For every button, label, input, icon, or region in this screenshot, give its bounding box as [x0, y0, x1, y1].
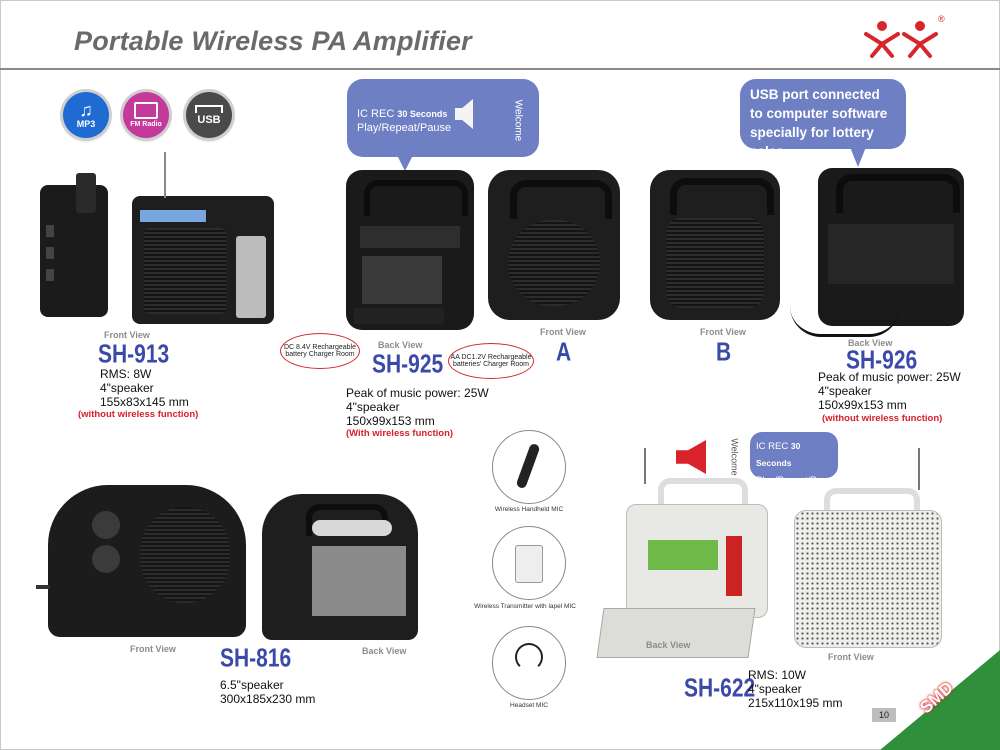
variant-a-view-label: Front View — [540, 327, 586, 337]
sh925-spec-speaker: 4"speaker — [346, 400, 400, 414]
sh816-specs: 6.5"speaker 300x185x230 mm — [220, 678, 315, 706]
lapel-transmitter-icon — [515, 545, 543, 583]
handheld-mic-label: Wireless Handheld MIC — [494, 506, 564, 513]
sh622-spec-power: RMS: 10W — [748, 668, 807, 682]
sh913-view-label: Front View — [104, 330, 150, 340]
sh925-spec-power: Peak of music power: 25W — [346, 386, 489, 400]
sh913-front-image — [132, 152, 274, 324]
sh926-spec-power: Peak of music power: 25W — [818, 370, 961, 384]
sh925-note: (With wireless function) — [346, 428, 454, 439]
sh926-model: SH-926 — [846, 346, 918, 375]
sh926-note: (without wireless function) — [822, 413, 943, 424]
lapel-transmitter-image — [492, 526, 566, 600]
ic-rec-callout-bottom: IC REC 30 Seconds Play/Repeat/Pause — [750, 432, 838, 486]
variant-a-image — [488, 170, 620, 320]
radio-icon — [134, 102, 158, 119]
sh622-spec-size: 215x110x195 mm — [748, 696, 843, 710]
ic-rec-top-label: IC REC — [357, 108, 395, 120]
usb-callout-line-1: USB port connected — [750, 87, 880, 102]
usb-icon — [195, 104, 223, 113]
sh926-spec-speaker: 4"speaker — [818, 384, 872, 398]
mp3-badge-label: MP3 — [76, 119, 96, 129]
sh913-side-image — [40, 173, 108, 317]
ic-rec-top-seconds: 30 Seconds — [397, 109, 448, 119]
registered-mark: ® — [938, 14, 945, 24]
fm-radio-badge-label: FM Radio — [130, 121, 162, 128]
sh816-back-image — [262, 494, 418, 640]
fm-radio-badge: FM Radio — [123, 92, 169, 138]
sh913-specs: RMS: 8W 4"speaker 155x83x145 mm — [100, 367, 189, 409]
headset-mic-icon — [515, 643, 543, 671]
usb-callout: USB port connected to computer software … — [740, 79, 906, 167]
sh816-front-image — [36, 485, 246, 637]
sh913-spec-size: 155x83x145 mm — [100, 395, 189, 409]
variant-b-model: B — [716, 338, 732, 367]
sh925-model: SH-925 — [372, 350, 444, 379]
sh926-spec-size: 150x99x153 mm — [818, 398, 907, 412]
ic-rec-callout-top: IC REC 30 Seconds Play/Repeat/Pause Welc… — [347, 79, 539, 171]
sh925-spec-size: 150x99x153 mm — [346, 414, 435, 428]
sh913-note: (without wireless function) — [78, 409, 199, 420]
ic-rec-top-welcome: Welcome — [512, 99, 524, 142]
sh622-back-image — [596, 448, 772, 664]
ic-rec-bottom-play: Play/Repeat/Pause — [756, 475, 838, 486]
aa-charger-note: AA DC1.2V Rechargeable batteries' Charge… — [448, 343, 534, 379]
sh816-model: SH-816 — [220, 644, 292, 673]
page-number: 10 — [872, 708, 896, 722]
sh622-spec-speaker: 4"speaker — [748, 682, 802, 696]
sh925-specs: Peak of music power: 25W 4"speaker 150x9… — [346, 386, 489, 428]
sh622-front-view-label: Front View — [828, 652, 874, 662]
handheld-mic-icon — [515, 442, 541, 490]
mp3-badge: ♫ MP3 — [63, 92, 109, 138]
sh913-model: SH-913 — [98, 340, 170, 369]
sh622-model: SH-622 — [684, 674, 756, 703]
ic-rec-bottom-seconds: 30 Seconds — [756, 441, 801, 468]
brand-logo-icon: ® — [862, 14, 945, 60]
sh913-spec-power: RMS: 8W — [100, 367, 152, 381]
page-title: Portable Wireless PA Amplifier — [74, 26, 472, 56]
dc-charger-note: DC 8.4V Rechargeable battery Charger Roo… — [280, 333, 360, 369]
sh925-view-label: Back View — [378, 340, 423, 350]
power-cord-image — [790, 306, 900, 337]
variant-a-model: A — [556, 338, 572, 367]
variant-b-view-label: Front View — [700, 327, 746, 337]
sh816-front-view-label: Front View — [130, 644, 176, 654]
sh622-back-view-label: Back View — [646, 640, 691, 650]
sh816-spec-size: 300x185x230 mm — [220, 692, 316, 706]
headset-mic-label: Headset MIC — [510, 702, 548, 709]
headset-mic-image — [492, 626, 566, 700]
sh622-specs: RMS: 10W 4"speaker 215x110x195 mm — [748, 668, 843, 710]
ic-rec-bottom-label: IC REC — [756, 441, 789, 452]
sh913-spec-speaker: 4"speaker — [100, 381, 154, 395]
usb-badge-label: USB — [197, 113, 221, 126]
sh925-back-image — [346, 170, 474, 330]
sh816-back-view-label: Back View — [362, 646, 407, 656]
sh622-front-image — [794, 448, 944, 652]
sh926-view-label: Back View — [848, 338, 893, 348]
handheld-mic-image — [492, 430, 566, 504]
speaker-megaphone-icon — [455, 99, 473, 129]
sh926-specs: Peak of music power: 25W 4"speaker 150x9… — [818, 370, 961, 412]
sh926-back-image — [818, 168, 964, 326]
header-rule — [0, 68, 1000, 70]
sh816-spec-speaker: 6.5"speaker — [220, 678, 284, 692]
ic-rec-bottom-welcome: Welcome — [729, 438, 740, 476]
variant-b-image — [650, 170, 780, 320]
usb-callout-line-3: specially for lottery sales — [750, 125, 874, 159]
lapel-transmitter-label: Wireless Transmitter with lapel MIC — [474, 603, 576, 610]
usb-callout-line-2: to computer software — [750, 106, 888, 121]
ic-rec-top-play: Play/Repeat/Pause — [357, 122, 452, 134]
usb-badge: USB — [186, 92, 232, 138]
music-note-icon: ♫ — [79, 100, 93, 120]
